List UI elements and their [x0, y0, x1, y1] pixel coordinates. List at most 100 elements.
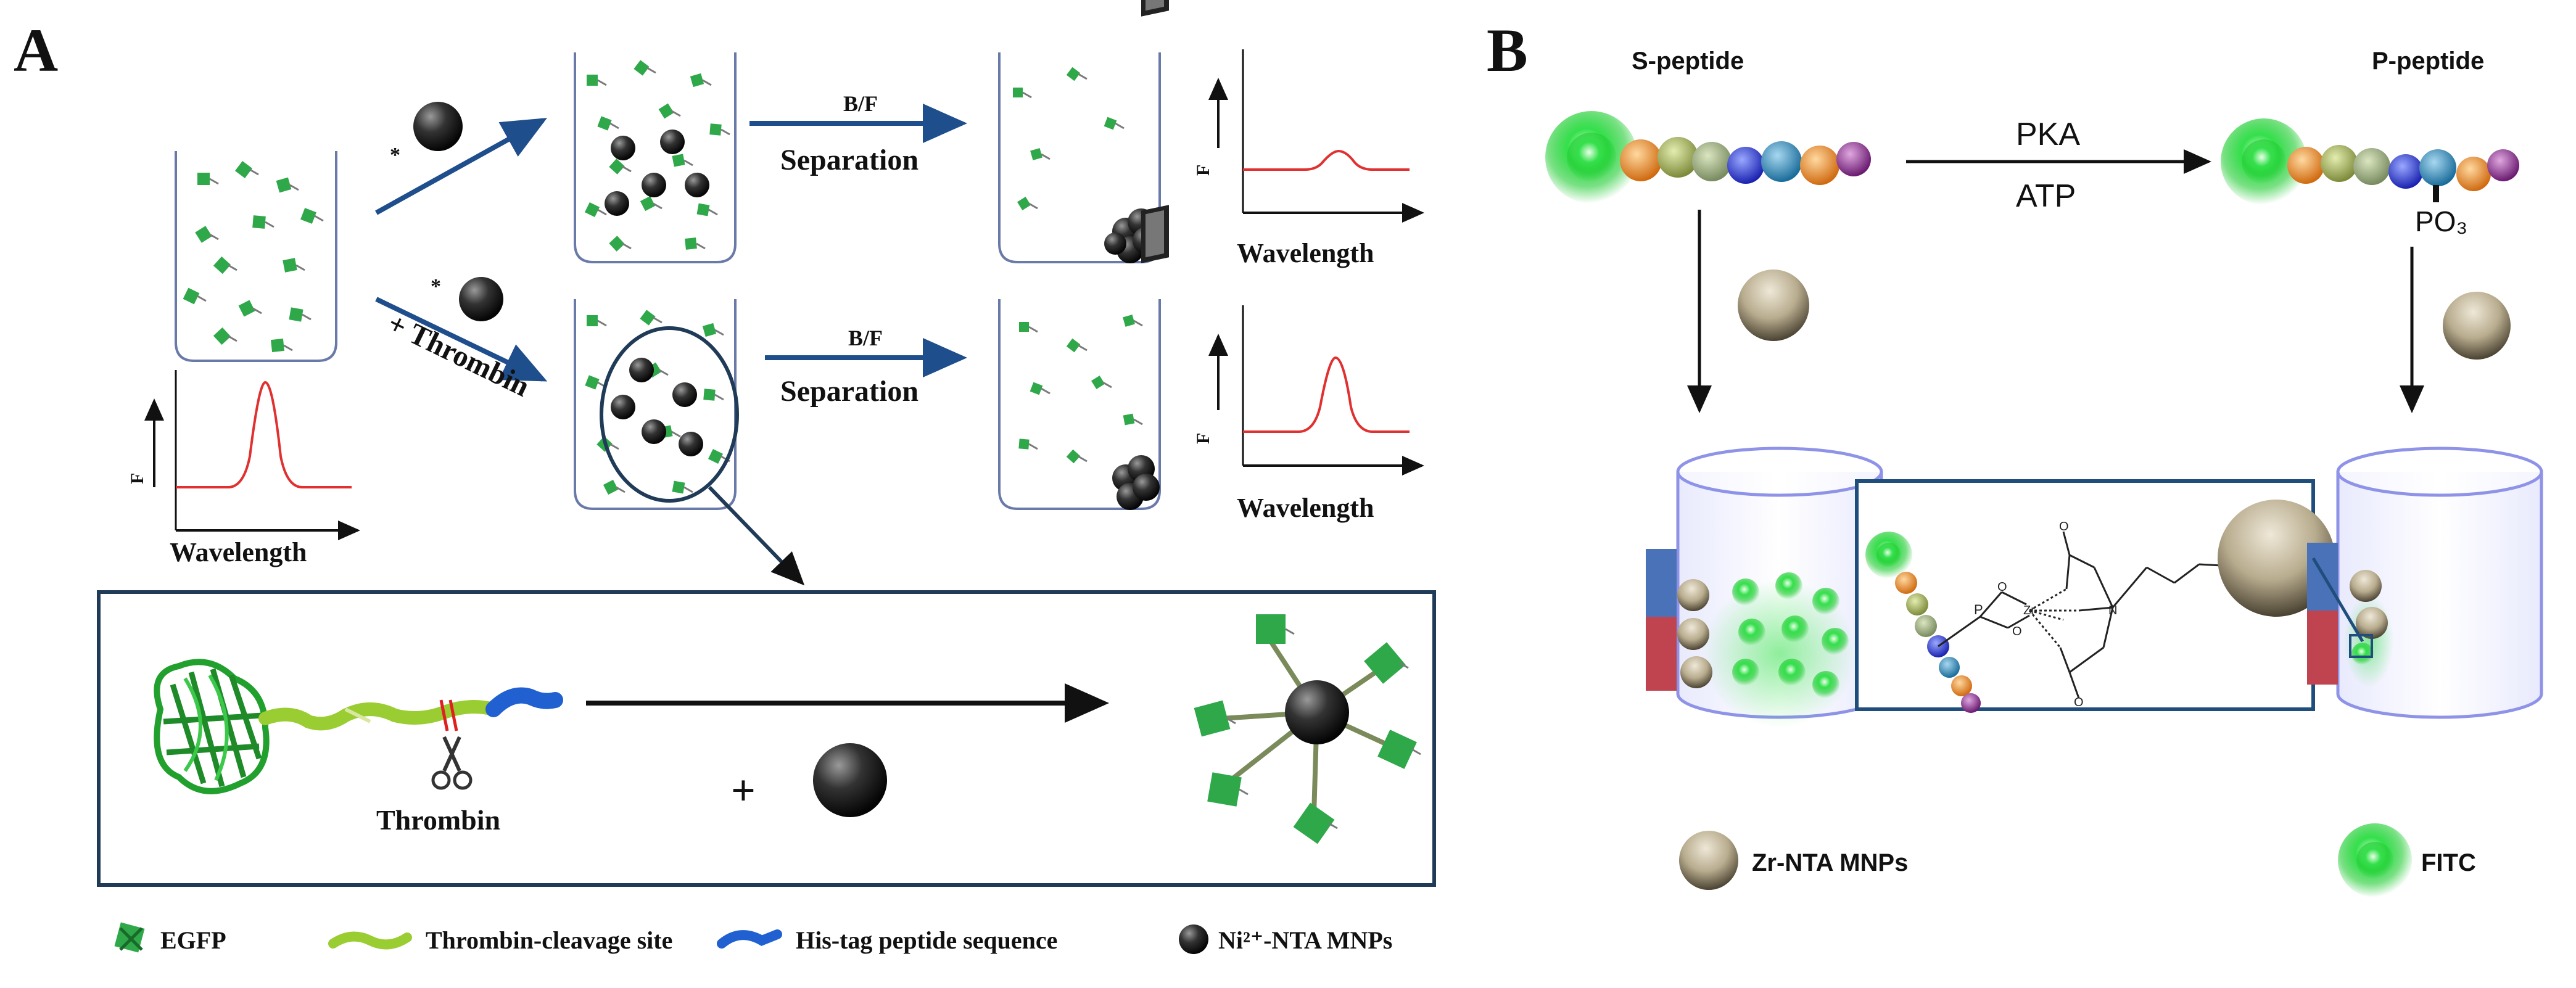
egfp-molecule [640, 196, 656, 212]
magnet-icon [1141, 0, 1169, 17]
axis-f-label: F [127, 473, 147, 484]
peptide-tail [597, 79, 607, 86]
svg-text:Separation: Separation [780, 144, 919, 176]
egfp-molecule [597, 116, 612, 131]
strong-signal-plot: F Wavelength [1193, 305, 1424, 523]
egfp-molecule [690, 73, 704, 88]
svg-text:O: O [1997, 580, 2007, 594]
egfp-molecule [213, 256, 231, 274]
initial-spectrum-plot: F Wavelength [127, 370, 360, 567]
egfp-molecule [276, 177, 292, 193]
egfp-molecule [234, 160, 253, 179]
cleaved-egfp-molecules [585, 310, 730, 495]
thrombin-tube [574, 299, 805, 586]
egfp-molecule [1019, 322, 1029, 332]
inset-plus-label: + [731, 767, 756, 815]
his-tag-icon [717, 929, 782, 949]
peptide-tail [646, 67, 656, 74]
peptide-tail [252, 307, 262, 315]
panel-b: B S-peptide P-peptide PKA ATP [1487, 16, 2543, 897]
peptide-tail [597, 319, 607, 327]
svg-text:P: P [1974, 602, 1983, 617]
egfp-molecule [1123, 315, 1135, 327]
egfp-molecule [609, 236, 625, 252]
atp-label: ATP [2016, 178, 2076, 214]
fitc-sphere [1732, 578, 1759, 606]
egfp-molecule [708, 448, 724, 464]
egfp-molecule [672, 154, 685, 167]
peptide-tail [1022, 91, 1032, 99]
egfp-molecule [585, 375, 600, 390]
weak-signal-plot: F Wavelength [1193, 49, 1424, 268]
peptide-tail [683, 486, 693, 493]
peptide-tail [1028, 202, 1038, 210]
peptide-tail [659, 369, 669, 376]
ni-nta-mnp [611, 136, 635, 160]
peptide-tail [1041, 387, 1051, 395]
peptide-tail [683, 159, 693, 167]
svg-text:*: * [390, 144, 400, 167]
scissors-icon [431, 736, 473, 790]
egfp-molecule [1104, 117, 1117, 130]
peptide-tail [289, 184, 299, 191]
thrombin-arrow-label: + Thrombin [382, 307, 534, 403]
peptide-tail [1078, 344, 1088, 352]
s-peptide-chain [1545, 111, 1871, 204]
magnet-icon [1646, 549, 1677, 691]
ni-nta-mnp-icon [1179, 924, 1208, 954]
peptide-tail [609, 122, 619, 130]
peptide-tail [1028, 326, 1038, 333]
egfp-molecule [640, 310, 656, 326]
peptide-tail [671, 430, 681, 438]
zr-nta-mnp-icon [1738, 270, 1809, 341]
ni-nta-mnp [642, 173, 666, 197]
egfp-molecule [183, 287, 200, 305]
zoom-ellipse [600, 326, 739, 503]
p-peptide-label: P-peptide [2372, 47, 2484, 75]
egfp-molecule [252, 215, 266, 229]
egfp-molecule [197, 173, 210, 185]
peptide-tail [197, 295, 207, 302]
peptide-tail [1285, 628, 1295, 635]
svg-text:O: O [2074, 696, 2084, 709]
peptide-tail [302, 313, 312, 321]
egfp-molecule [271, 339, 284, 352]
svg-text:N: N [2108, 604, 2117, 617]
zr-nta-mnp-icon [1679, 831, 1738, 890]
egfp-molecule [1013, 88, 1023, 97]
pka-label: PKA [2016, 117, 2080, 152]
bf-separation-top: B/F Separation [749, 91, 967, 176]
peptide-tail [1411, 748, 1421, 755]
peptide-tail [228, 335, 237, 342]
svg-text:Zr: Zr [2023, 604, 2035, 617]
egfp-molecule [1194, 700, 1231, 737]
egfp-molecule [634, 60, 650, 76]
svg-text:Separation: Separation [780, 375, 919, 408]
egfp-molecule [238, 300, 255, 317]
add-mnp-thrombin-arrow: * + Thrombin [375, 275, 548, 403]
peptide-tail [1133, 319, 1143, 327]
peptide-tail [720, 128, 730, 136]
egfp-molecule [609, 158, 625, 175]
peptide-tail [622, 165, 632, 173]
peptide-tail [609, 443, 619, 450]
svg-text:O: O [2012, 625, 2022, 638]
egfp-molecule [709, 123, 722, 136]
phosphate-label: PO₃ [2415, 205, 2467, 237]
zr-nta-mnp-icon [2443, 292, 2511, 360]
peptide-tail [314, 215, 324, 222]
peptide-tail [1028, 443, 1038, 450]
svg-text:Ni²⁺-NTA MNPs: Ni²⁺-NTA MNPs [1218, 926, 1392, 954]
egfp-molecule [1017, 196, 1031, 211]
egfp-molecule [1123, 413, 1135, 426]
wavelength-label-left: Wavelength [170, 537, 307, 567]
s-peptide-label: S-peptide [1632, 47, 1744, 75]
ni-nta-mnp [679, 432, 703, 456]
peptide-tail [714, 329, 724, 336]
egfp-molecule [1256, 614, 1286, 644]
peptide-tail [283, 344, 293, 352]
egfp-molecule [195, 226, 212, 243]
svg-text:Wavelength: Wavelength [1237, 493, 1374, 523]
mechanism-inset: Thrombin + [97, 590, 1436, 887]
